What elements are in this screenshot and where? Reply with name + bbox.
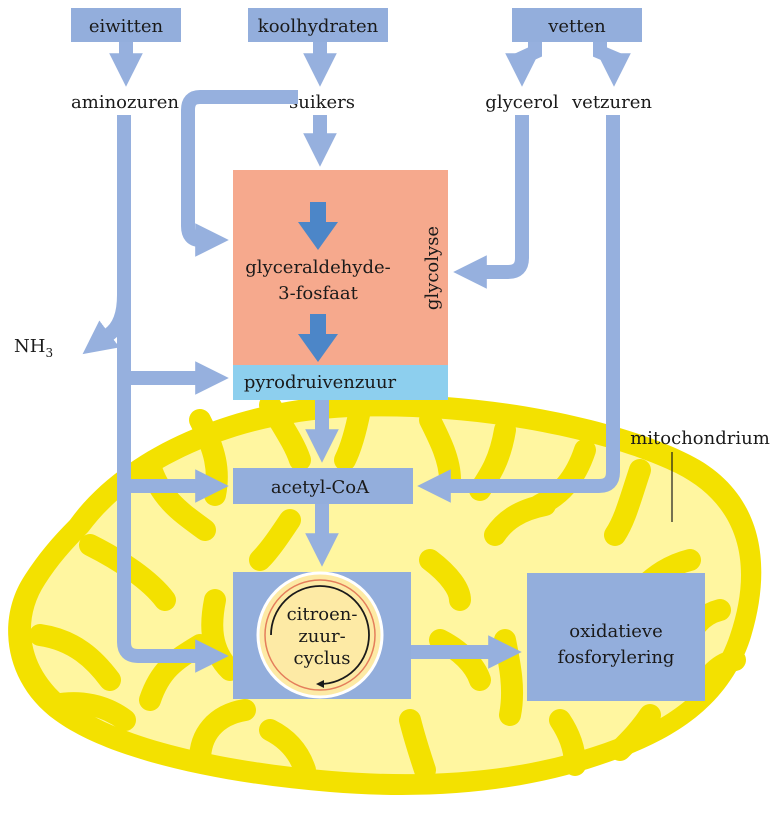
arrow-fats-to-glycerol: [505, 42, 542, 87]
arrow-to-nh3: [82, 294, 131, 355]
citric-cycle-line2: zuur-: [298, 626, 345, 647]
pyruvate-box: [233, 365, 448, 400]
arrow-fats-to-fattyacids: [593, 42, 631, 87]
citric-cycle-ring: [264, 579, 376, 691]
mitochondrion-label: mitochondrium: [630, 428, 770, 449]
fats-label: vetten: [547, 16, 606, 37]
citric-cycle-line1: citroen-: [287, 604, 358, 625]
acetyl-coa-label: acetyl-CoA: [271, 477, 370, 498]
flow-arrows: [82, 90, 620, 673]
pyruvate-label: pyrodruivenzuur: [244, 372, 397, 393]
g3p-line1: glyceraldehyde-: [245, 257, 390, 278]
g3p-line2: 3-fosfaat: [278, 283, 358, 304]
amino-acids-label: aminozuren: [71, 92, 179, 113]
carbohydrates-label: koolhydraten: [258, 16, 379, 37]
fatty-acids-label: vetzuren: [571, 92, 652, 113]
cycle-arrow-path: [270, 585, 370, 688]
glycolysis-label: glycolyse: [422, 226, 443, 310]
acetyl-coa-box: [233, 468, 413, 504]
ammonia-subscript: 3: [45, 346, 53, 360]
glycolysis-steps: [298, 202, 338, 362]
fats-box: [512, 8, 642, 42]
citric-cycle-line3: cyclus: [294, 648, 351, 669]
amino-acids-trunk: [117, 115, 229, 673]
dark-arrow-upper: [298, 202, 338, 250]
source-arrows: [109, 42, 631, 87]
arrow-sugars-to-g3p: [181, 90, 298, 257]
oxphos-line1: oxidatieve: [569, 621, 662, 642]
ammonia-label: NH3: [14, 336, 53, 360]
sugars-label: suikers: [289, 92, 355, 113]
carbohydrates-box: [248, 8, 388, 42]
glycolysis-box: [233, 170, 448, 365]
oxphos-line2: fosforylering: [558, 647, 675, 668]
oxphos-box: [527, 573, 705, 701]
ammonia-base: NH: [14, 336, 45, 357]
arrow-glycerol-to-g3p: [453, 115, 529, 289]
proteins-box: [71, 8, 181, 42]
arrow-fattyacids-to-acetylcoa: [417, 115, 620, 503]
glycerol-label: glycerol: [485, 92, 559, 113]
proteins-label: eiwitten: [89, 16, 164, 37]
citric-cycle-disc: [256, 571, 384, 699]
dark-arrow-lower: [298, 314, 338, 362]
